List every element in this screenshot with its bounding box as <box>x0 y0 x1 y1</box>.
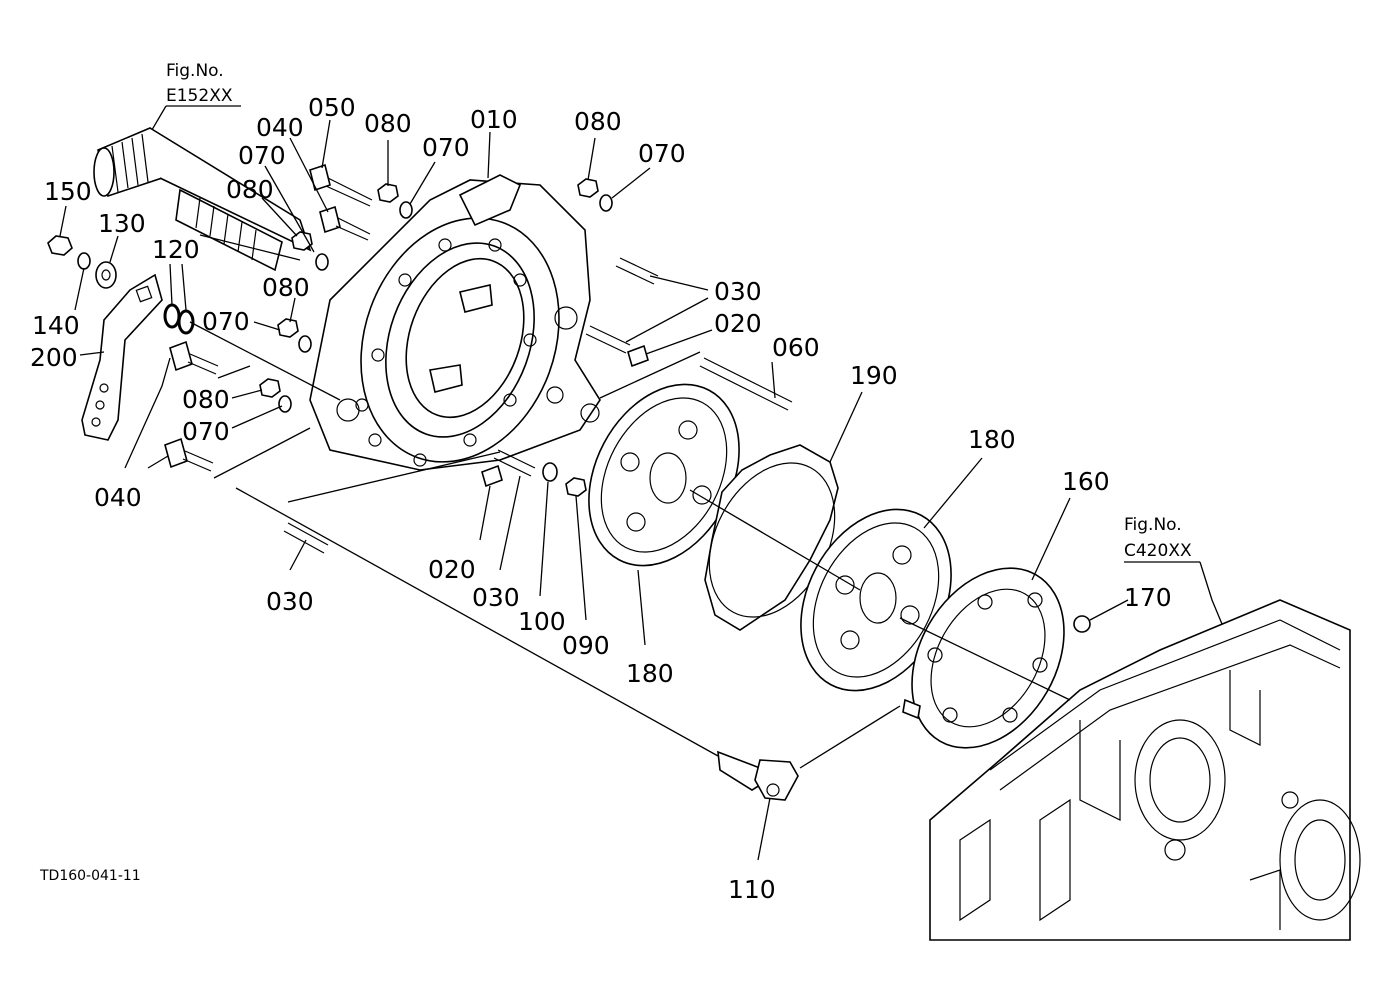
gasket-160 <box>902 567 1065 749</box>
housing-part <box>309 174 601 471</box>
callout-040: 040 <box>256 113 304 142</box>
figure-ref-c420xx: Fig.No. C420XX <box>1124 515 1223 625</box>
hardware-parts <box>47 163 1091 633</box>
callout-070: 070 <box>638 139 686 168</box>
callout-080: 080 <box>574 107 622 136</box>
callout-080: 080 <box>364 109 412 138</box>
callout-030: 030 <box>472 583 520 612</box>
callout-130: 130 <box>98 209 146 238</box>
arm-lever-part <box>81 273 163 441</box>
figure-ref-label: Fig.No. <box>1124 515 1182 535</box>
figure-ref-label: Fig.No. <box>166 61 224 81</box>
callout-070: 080 <box>262 273 310 302</box>
callout-110: 110 <box>728 875 776 904</box>
callout-030: 030 <box>714 277 762 306</box>
callout-140: 140 <box>32 311 80 340</box>
callout-060: 060 <box>772 333 820 362</box>
callout-180: 180 <box>968 425 1016 454</box>
callout-050: 050 <box>308 93 356 122</box>
callout-020: 020 <box>428 555 476 584</box>
callout-090: 090 <box>562 631 610 660</box>
callout-100: 100 <box>518 607 566 636</box>
callout-080: 080 <box>226 175 274 204</box>
callout-200: 200 <box>30 343 78 372</box>
callout-010: 010 <box>470 105 518 134</box>
callout-150: 150 <box>44 177 92 206</box>
callout-labels: 010 050 080 070 040 070 080 080 070 150 … <box>30 93 1172 904</box>
callout-070: 070 <box>422 133 470 162</box>
callout-190: 190 <box>850 361 898 390</box>
callout-070: 070 <box>182 417 230 446</box>
callout-040: 040 <box>94 483 142 512</box>
callout-170: 170 <box>1124 583 1172 612</box>
brake-plate-180b <box>800 508 952 692</box>
callout-070: 070 <box>238 141 286 170</box>
callout-030: 030 <box>266 587 314 616</box>
callout-120: 120 <box>152 235 200 264</box>
callout-020: 020 <box>714 309 762 338</box>
assembly-lines <box>59 119 1129 861</box>
figure-ref-code: C420XX <box>1124 541 1192 561</box>
drawing-code: TD160-041-11 <box>39 868 141 884</box>
callout-080: 070 <box>202 307 250 336</box>
transmission-case-part <box>929 599 1361 941</box>
figure-ref-code: E152XX <box>166 86 233 106</box>
shaft-part <box>93 127 312 272</box>
callout-080: 080 <box>182 385 230 414</box>
callout-180: 180 <box>626 659 674 688</box>
callout-160: 160 <box>1062 467 1110 496</box>
cam-shaft-part <box>717 750 799 801</box>
